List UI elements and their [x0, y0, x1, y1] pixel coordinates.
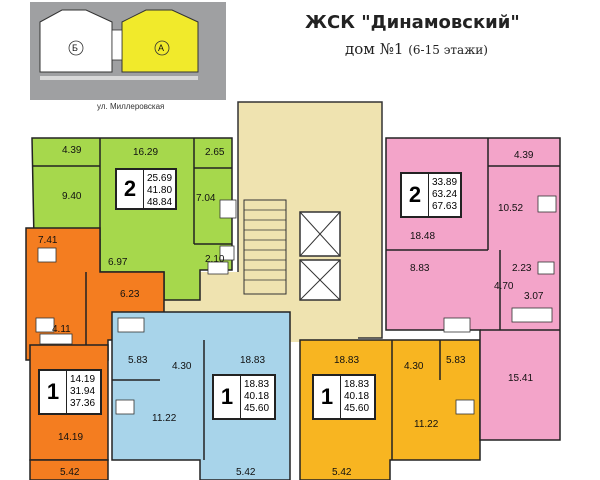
room-area: 4.39 [62, 145, 82, 156]
room-area: 9.40 [62, 191, 82, 202]
room-area: 11.22 [414, 419, 439, 430]
room-area: 2.23 [512, 263, 532, 274]
room-area: 3.07 [524, 291, 544, 302]
room-area: 18.48 [410, 231, 436, 242]
house-number: дом №1 [345, 40, 404, 58]
room-area: 6.97 [108, 257, 128, 268]
apartment-blue [111, 311, 291, 480]
room-area: 2.65 [205, 147, 225, 158]
room-area: 8.83 [410, 263, 430, 274]
room-area: 7.04 [196, 193, 216, 204]
room-area: 4.30 [172, 361, 192, 372]
room-area: 4.30 [404, 361, 424, 372]
room-count: 2 [402, 174, 429, 216]
room-area: 18.83 [334, 355, 360, 366]
street-label: ул. Миллеровская [97, 102, 165, 111]
section-b-label: Б [72, 43, 78, 53]
section-a-label: А [158, 43, 165, 53]
room-area: 18.83 [240, 355, 266, 366]
room-area: 5.42 [332, 467, 352, 478]
room-area: 6.23 [120, 289, 140, 300]
room-area: 4.70 [494, 281, 514, 292]
room-area: 10.52 [498, 203, 524, 214]
room-count: 1 [40, 371, 67, 413]
room-area: 14.19 [58, 432, 84, 443]
stairs [243, 199, 287, 295]
room-area: 5.83 [128, 355, 148, 366]
room-area: 15.41 [508, 373, 534, 384]
room-area: 7.41 [38, 235, 58, 246]
room-count: 1 [314, 376, 341, 418]
page-title: ЖСК "Динамовский" [305, 12, 520, 33]
site-plan [30, 2, 226, 100]
room-area: 5.42 [236, 467, 256, 478]
room-area: 4.39 [514, 150, 534, 161]
fixtures [35, 195, 557, 415]
elevator-shafts [299, 211, 341, 301]
room-area: 4.11 [52, 324, 71, 335]
room-area: 2.10 [205, 254, 225, 265]
room-area: 5.42 [60, 467, 80, 478]
room-count: 2 [117, 170, 144, 208]
house-subtitle: дом №1 (6-15 этажи) [345, 40, 488, 58]
room-count: 1 [214, 376, 241, 418]
room-area: 16.29 [133, 147, 159, 158]
room-area: 5.83 [446, 355, 466, 366]
room-area: 11.22 [152, 413, 177, 424]
floors-label: (6-15 этажи) [408, 43, 488, 57]
